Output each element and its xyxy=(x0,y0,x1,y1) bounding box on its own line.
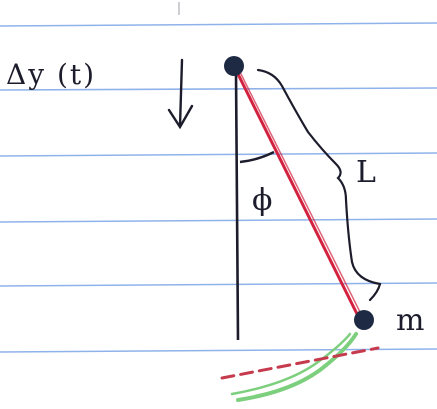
vertical-reference-line xyxy=(234,71,240,341)
notebook-ruled-lines xyxy=(0,22,437,353)
displacement-label: Δy (t) xyxy=(6,58,96,91)
length-brace xyxy=(256,68,382,302)
down-arrow-icon xyxy=(167,58,194,130)
pivot-point xyxy=(224,56,244,76)
angle-arc xyxy=(239,150,275,164)
dashed-path xyxy=(220,346,380,380)
pendulum-string xyxy=(232,64,363,322)
angle-label: ϕ xyxy=(252,183,272,218)
swing-path xyxy=(230,332,358,402)
mass-bob xyxy=(354,310,374,330)
length-label: L xyxy=(356,155,376,190)
mass-label: m xyxy=(396,303,424,338)
